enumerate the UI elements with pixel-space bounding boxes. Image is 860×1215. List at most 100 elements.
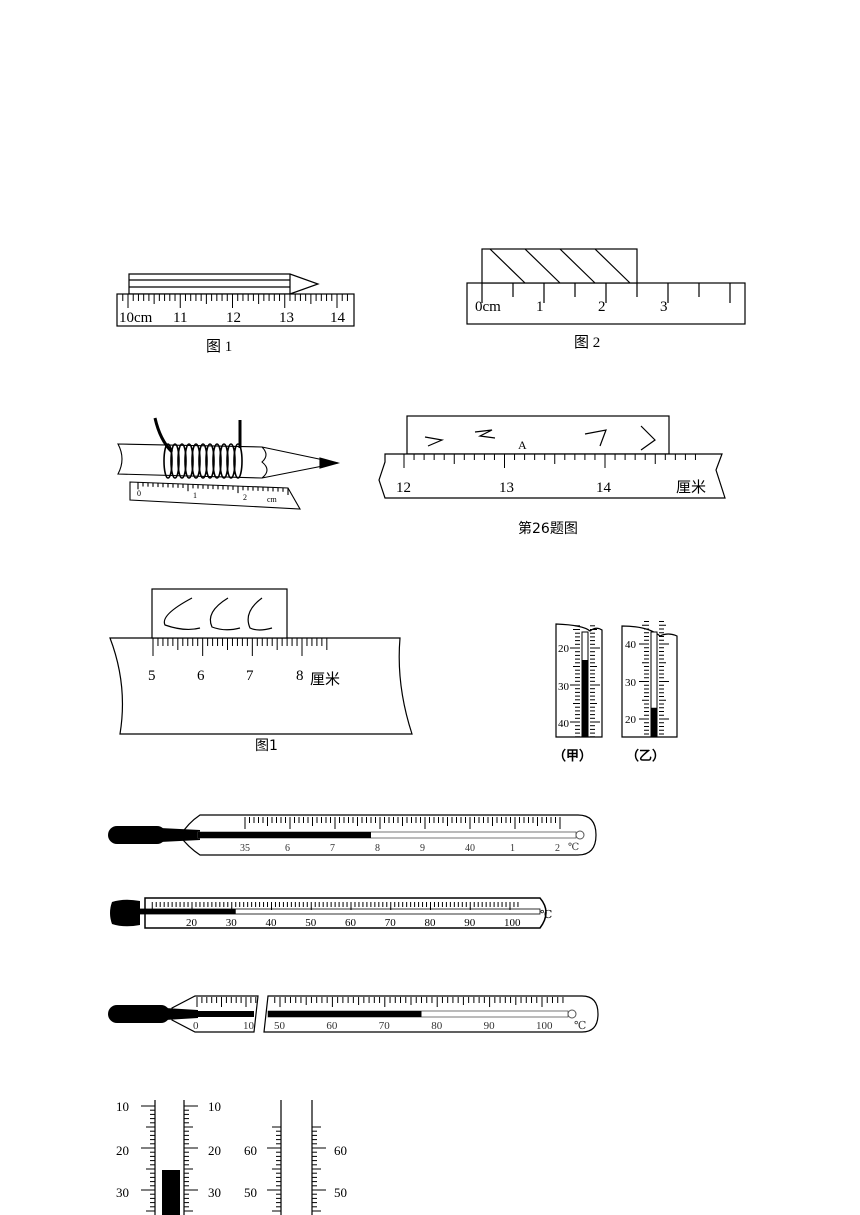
pencil-tip: [319, 457, 341, 469]
fig1b-ruler: 5 6 7 8 厘米 图1: [109, 588, 413, 754]
clinical-bulb: [108, 826, 166, 844]
fig26-caption: 第26题图: [518, 520, 578, 537]
clinical-end: [575, 830, 585, 840]
broken-liquid: [268, 1011, 422, 1017]
fig1b-ruler-body: [109, 637, 413, 735]
broken-label: 100: [536, 1020, 553, 1032]
fig1b-label: 7: [246, 668, 254, 684]
fig26-marker: A: [518, 438, 527, 452]
fig26-ruler: A 12 13 14 厘米 第26题图: [378, 415, 726, 537]
fig26-label: 13: [499, 480, 514, 496]
wire-turn: [226, 443, 236, 479]
vscale-labels: 10 20 30 10 20 30 60 50 60 50: [116, 1099, 347, 1200]
ruler1-label: 14: [330, 310, 346, 326]
wire-turns: [163, 443, 243, 479]
vscale-label: 50: [244, 1185, 257, 1200]
thermo-yi-body: [621, 625, 678, 738]
lab-label: 50: [305, 917, 317, 929]
broken-label: 50: [274, 1020, 286, 1032]
coil-pencil-shave: [261, 446, 268, 479]
lab-label: 100: [504, 917, 521, 929]
fig2-block-ruler: 0cm 1 2 3 图 2: [466, 248, 746, 351]
block-hatch: [489, 248, 631, 284]
fig1-pencil-ruler: 10cm 11 12 13 14 图 1: [116, 273, 355, 355]
clinical-label: 40: [465, 843, 475, 854]
pencil: [128, 273, 320, 295]
broken-label: 0: [193, 1020, 199, 1032]
wire-turn: [163, 443, 173, 479]
lab-label: 70: [385, 917, 397, 929]
fig26-unit: 厘米: [676, 479, 706, 496]
lab-label: 40: [266, 917, 278, 929]
coil-ruler-label: 2: [243, 493, 247, 502]
vscale-label: 10: [208, 1099, 221, 1114]
vscale-label: 10: [116, 1099, 129, 1114]
broken-ticks: [196, 997, 564, 1007]
thermo-yi-caption: （乙）: [626, 748, 665, 764]
thermo-jia-body: [555, 623, 603, 738]
broken-label: 90: [484, 1020, 496, 1032]
broken-label: 80: [431, 1020, 443, 1032]
broken-unit: ℃: [574, 1020, 586, 1032]
lab-label: 30: [226, 917, 238, 929]
lab-label: 60: [345, 917, 357, 929]
ruler2-labels: 0cm 1 2 3: [475, 299, 668, 315]
vscale-label: 50: [334, 1185, 347, 1200]
coil-ruler-ticks: [137, 482, 289, 495]
fig1b-object: [151, 588, 288, 639]
clinical-label: 8: [375, 843, 380, 854]
coil-ruler-label: cm: [267, 495, 278, 504]
thermo-yi-label: 40: [625, 639, 637, 651]
block: [481, 248, 638, 284]
fig1b-caption: 图1: [255, 738, 278, 754]
wire-turn: [191, 443, 201, 479]
coil-ruler-label: 1: [193, 491, 197, 500]
thermo-yi-labels: 40 30 20: [625, 639, 637, 726]
fig1-caption: 图 1: [206, 338, 232, 355]
fig2-caption: 图 2: [574, 334, 600, 351]
broken-end: [567, 1009, 577, 1019]
clinical-neck: [160, 828, 200, 842]
ruler2-label: 3: [660, 299, 668, 315]
broken-neck: [165, 1008, 198, 1020]
thermo-yi-liquid: [651, 707, 657, 737]
ruler1-labels: 10cm 11 12 13 14: [119, 310, 346, 326]
thermo-yi-label: 20: [625, 714, 637, 726]
thermo-jia-liquid: [582, 660, 588, 737]
ruler1-label: 11: [173, 310, 187, 326]
fig26-scribbles: [424, 425, 656, 451]
broken-left-liquid: [196, 1011, 254, 1017]
wire-turn: [198, 443, 208, 479]
clinical-label: 35: [240, 843, 250, 854]
ruler1-label: 13: [279, 310, 294, 326]
lab-ticks: [151, 902, 519, 910]
vscale-label: 30: [116, 1185, 129, 1200]
wire-turn: [219, 443, 229, 479]
ruler1-label: 12: [226, 310, 241, 326]
lab-unit: ℃: [540, 909, 552, 921]
fig1b-label: 8: [296, 668, 304, 684]
vertical-scales: 10 20 30 10 20 30 60 50 60 50: [116, 1099, 347, 1215]
thermo-jia: 20 30 40 （甲）: [553, 623, 603, 764]
thermo-jia-label: 30: [558, 681, 570, 693]
ruler2-label: 0cm: [475, 299, 501, 315]
wire-turn: [233, 443, 243, 479]
lab-label: 80: [425, 917, 437, 929]
vscale-label: 20: [116, 1143, 129, 1158]
fig26-ticks: [403, 454, 696, 468]
vscale-ticks: [141, 1105, 326, 1212]
lab-label: 90: [464, 917, 476, 929]
clinical-label: 1: [510, 843, 515, 854]
fig26-object: [406, 415, 670, 455]
wire-turn: [205, 443, 215, 479]
fig1b-labels: 5 6 7 8 厘米: [148, 668, 340, 688]
ruler1-ticks: [122, 294, 348, 308]
fig1b-scribbles: [163, 597, 273, 631]
vscale-label: 30: [208, 1185, 221, 1200]
wire-turn: [170, 443, 180, 479]
vscale-label: 60: [334, 1143, 347, 1158]
wire-turn: [212, 443, 222, 479]
